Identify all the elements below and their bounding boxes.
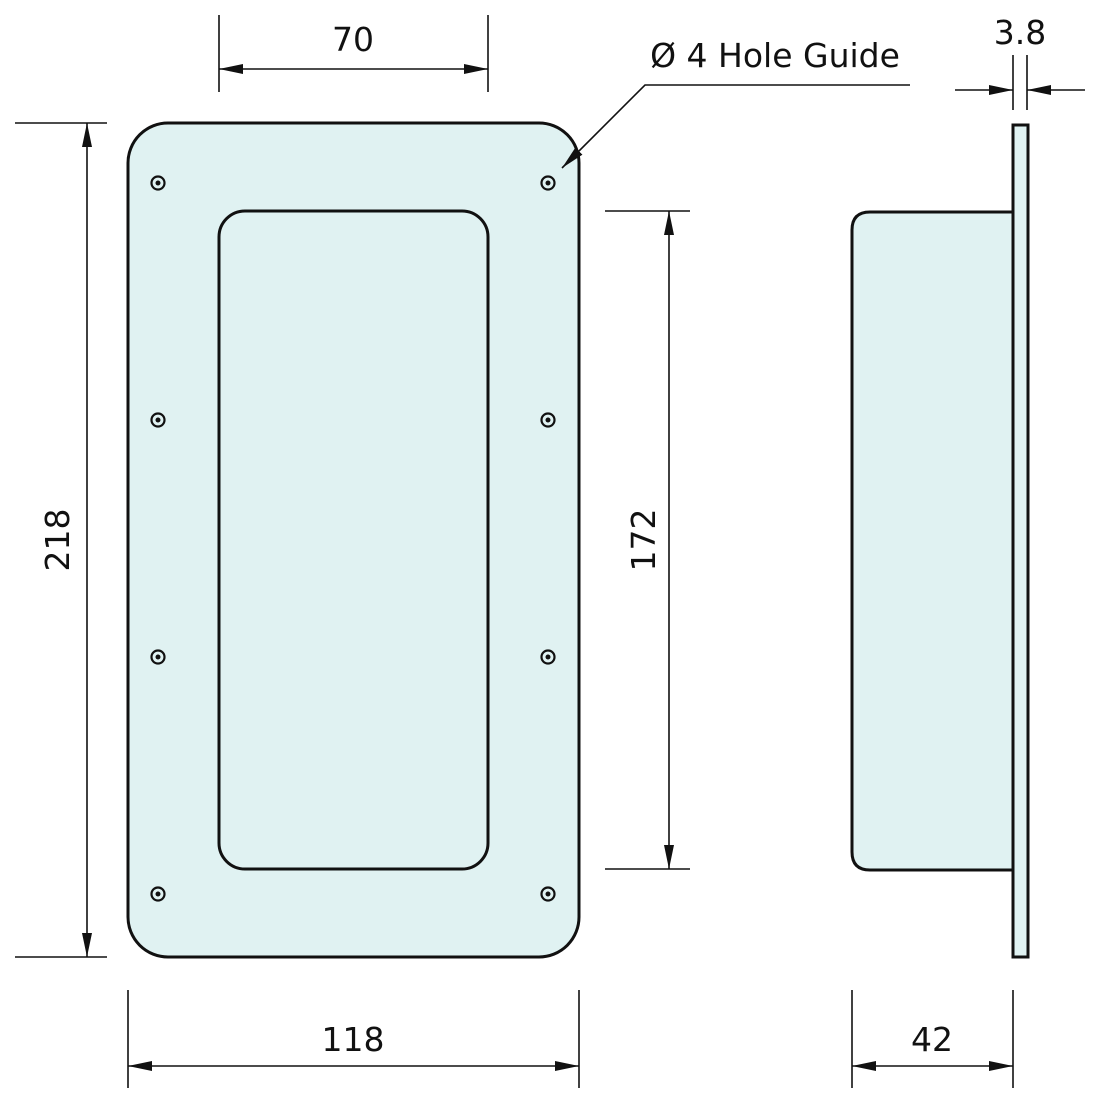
dimension-inner-width: 70	[218, 15, 489, 92]
inner-recess	[217, 209, 490, 871]
hole-icon	[150, 886, 166, 902]
hole-icon	[150, 649, 166, 665]
label-hole-guide: Ø 4 Hole Guide	[650, 36, 900, 75]
mounting-holes	[150, 175, 556, 902]
hole-icon	[540, 412, 556, 428]
hole-icon	[150, 412, 166, 428]
hole-center	[545, 891, 551, 897]
label-inner-width: 70	[332, 20, 374, 59]
hole-center	[545, 180, 551, 186]
dimension-inner-height: 172	[605, 210, 690, 870]
label-outer-width: 118	[322, 1020, 385, 1059]
side-flange	[1011, 123, 1030, 959]
dimension-flange-thickness: 3.8	[955, 13, 1085, 110]
hole-icon	[540, 886, 556, 902]
front-view	[126, 121, 581, 959]
hole-center	[545, 654, 551, 660]
hole-icon	[540, 649, 556, 665]
label-flange-thickness: 3.8	[994, 13, 1046, 52]
label-inner-height: 172	[624, 509, 663, 572]
hole-icon	[150, 175, 166, 191]
label-depth: 42	[911, 1020, 953, 1059]
dimension-outer-width: 118	[127, 990, 580, 1088]
hole-center	[155, 654, 161, 660]
side-body	[850, 210, 1013, 872]
side-view	[850, 123, 1030, 959]
hole-center	[155, 417, 161, 423]
hole-icon	[540, 175, 556, 191]
dimension-outer-height: 218	[15, 122, 107, 958]
hole-center	[155, 180, 161, 186]
hole-center	[545, 417, 551, 423]
hole-center	[155, 891, 161, 897]
label-outer-height: 218	[38, 509, 77, 572]
dimension-depth: 42	[851, 990, 1014, 1088]
hole-guide-callout: Ø 4 Hole Guide	[561, 36, 910, 169]
